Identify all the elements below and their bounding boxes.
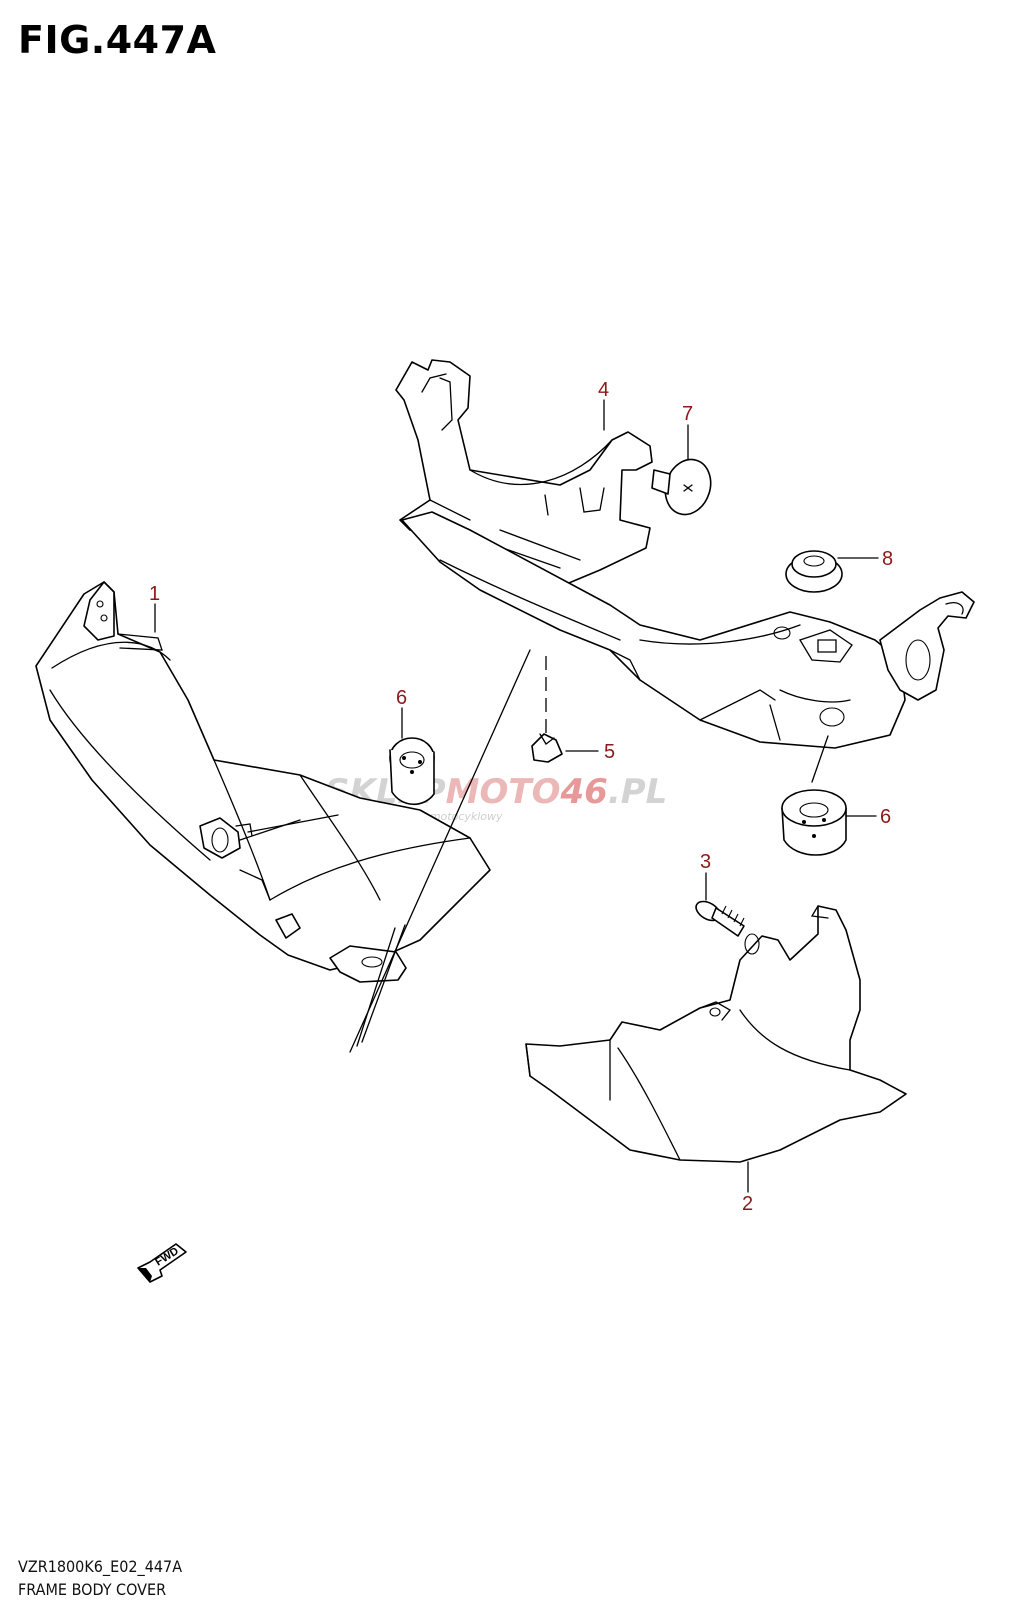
part-8-grommet <box>785 550 843 593</box>
callout-7: 7 <box>682 403 693 425</box>
leader-6b-up <box>811 735 829 783</box>
callout-6-left: 6 <box>396 687 407 709</box>
callouts: 4 7 8 1 6 5 6 3 2 <box>149 379 893 1215</box>
watermark-brand-c: 46 <box>560 772 608 812</box>
part-6-damper-right <box>781 789 847 856</box>
part-1-cover-left <box>35 581 491 983</box>
part-5-clip <box>531 733 563 763</box>
callout-2: 2 <box>742 1193 753 1215</box>
watermark-brand-d: .PL <box>608 772 668 812</box>
watermark-brand-b: MOTO <box>446 772 561 812</box>
part-7-push-rivet <box>651 458 712 516</box>
line-damper-left <box>247 814 339 833</box>
fwd-arrow-icon: FWD <box>137 1243 187 1283</box>
callout-8: 8 <box>882 548 893 570</box>
figure-title: FIG.447A <box>18 18 217 62</box>
line-left-diagonal <box>349 649 531 1053</box>
callout-1: 1 <box>149 583 160 605</box>
callout-5: 5 <box>604 741 615 763</box>
callout-6-right: 6 <box>880 806 891 828</box>
callout-4: 4 <box>598 379 609 401</box>
part-3-screw <box>695 900 745 937</box>
part-2-cover-lower <box>525 905 907 1163</box>
part-4-frame-cover-upper <box>395 359 975 749</box>
callout-3: 3 <box>700 851 711 873</box>
diagram-name: FRAME BODY COVER <box>18 1580 167 1599</box>
leader-lines <box>154 399 879 1193</box>
line-left-diagonal-2 <box>361 924 406 1043</box>
line-left-diagonal-3 <box>356 927 396 1047</box>
part-6-damper-left <box>389 737 435 806</box>
diagram-code: VZR1800K6_E02_447A <box>18 1557 183 1576</box>
